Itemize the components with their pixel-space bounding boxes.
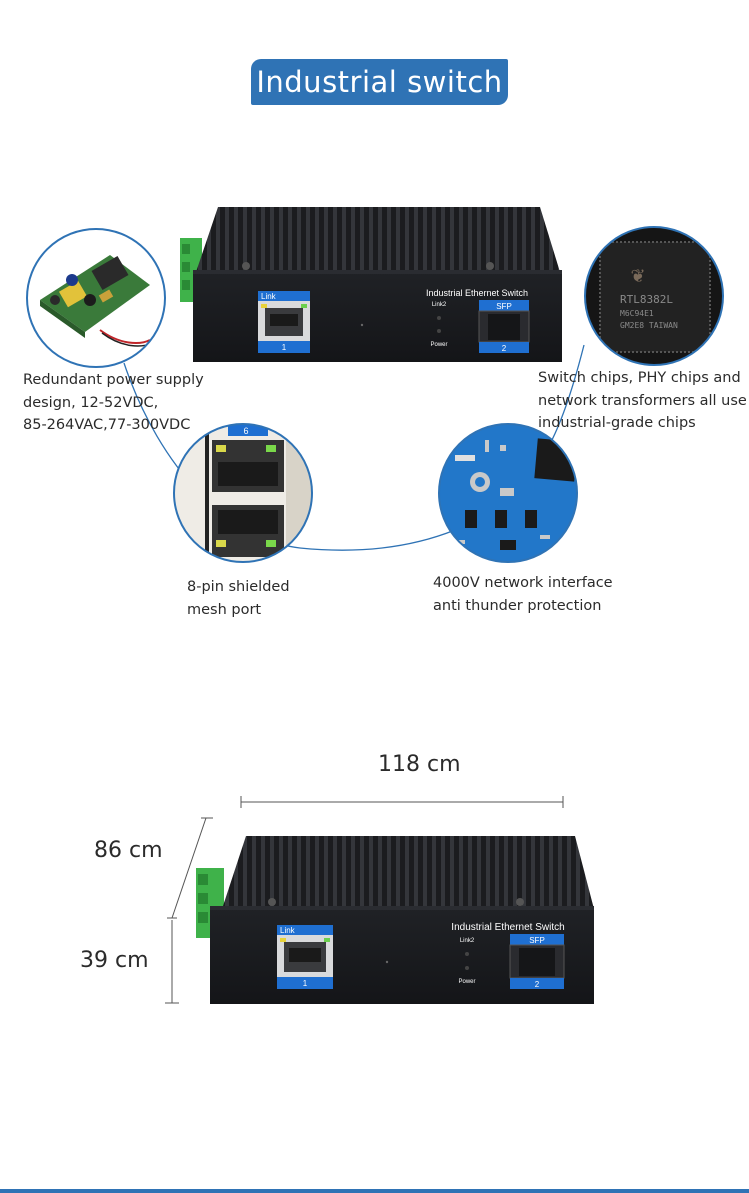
caption-line: Redundant power supply <box>23 372 204 388</box>
dimension-depth: 39 cm <box>80 948 149 973</box>
chip-closeup: ❦ RTL8382L M6C94E1 GM2E8 TAIWAN <box>584 226 724 366</box>
rj45-closeup: 6 <box>173 423 313 563</box>
caption-line: 8-pin shielded <box>187 579 290 595</box>
port-2-group: SFP 2 <box>478 300 530 353</box>
led-power-label: Power <box>430 342 447 348</box>
switch-device-top: Link 1 Industrial Ethernet Switch Link2 … <box>180 207 562 362</box>
power-supply-closeup <box>26 228 166 368</box>
dimension-height: 86 cm <box>94 838 163 863</box>
port-2-label-bottom: SFP <box>529 936 545 945</box>
led-power-label-bottom: Power <box>458 979 475 985</box>
dimension-lines <box>165 796 564 1004</box>
switch-device-bottom: Link 1 Industrial Ethernet Switch Link2 … <box>196 836 594 1004</box>
port-number-6: 6 <box>243 426 248 436</box>
caption-line: network transformers all use <box>538 392 747 409</box>
device-label-top: Industrial Ethernet Switch <box>426 288 528 298</box>
caption-line: mesh port <box>187 601 262 618</box>
port-1-group: Link 1 <box>258 291 310 353</box>
caption-line: design, 12-52VDC, <box>23 394 159 411</box>
led-power <box>437 329 441 333</box>
port-2-number-bottom: 2 <box>535 980 540 989</box>
caption-line: industrial-grade chips <box>538 415 696 431</box>
led-link2-label-bottom: Link2 <box>460 938 475 944</box>
svg-text:❦: ❦ <box>630 266 645 287</box>
port-1-label: Link <box>261 292 277 301</box>
caption-chips: Switch chips, PHY chips and network tran… <box>538 367 747 435</box>
caption-line: Switch chips, PHY chips and <box>538 370 741 386</box>
page-title: Industrial switch <box>251 59 508 105</box>
caption-line: 4000V network interface <box>433 575 613 591</box>
led-link2-label: Link2 <box>432 302 447 308</box>
port-2-number: 2 <box>502 344 507 353</box>
port-2-label: SFP <box>496 302 512 311</box>
led-link2 <box>437 316 441 320</box>
bottom-divider <box>0 1189 749 1193</box>
pcb-closeup <box>438 423 578 563</box>
dimension-width: 118 cm <box>378 752 461 777</box>
caption-line: 85-264VAC,77-300VDC <box>23 417 191 433</box>
port-1-number-bottom: 1 <box>303 979 308 988</box>
port-2-group-bottom: SFP 2 <box>509 934 565 989</box>
caption-line: anti thunder protection <box>433 597 602 614</box>
caption-port: 8-pin shielded mesh port <box>187 576 290 621</box>
port-1-label-bottom: Link <box>280 926 296 935</box>
chip-marking-2: M6C94E1 <box>620 309 654 318</box>
port-1-number: 1 <box>282 343 287 352</box>
chip-marking-1: RTL8382L <box>620 293 673 306</box>
port-1-group-bottom: Link 1 <box>277 925 333 989</box>
caption-thunder: 4000V network interface anti thunder pro… <box>433 572 613 617</box>
chip-marking-3: GM2E8 TAIWAN <box>620 321 678 330</box>
caption-power-supply: Redundant power supply design, 12-52VDC,… <box>23 369 204 437</box>
device-label-bottom: Industrial Ethernet Switch <box>451 922 564 933</box>
